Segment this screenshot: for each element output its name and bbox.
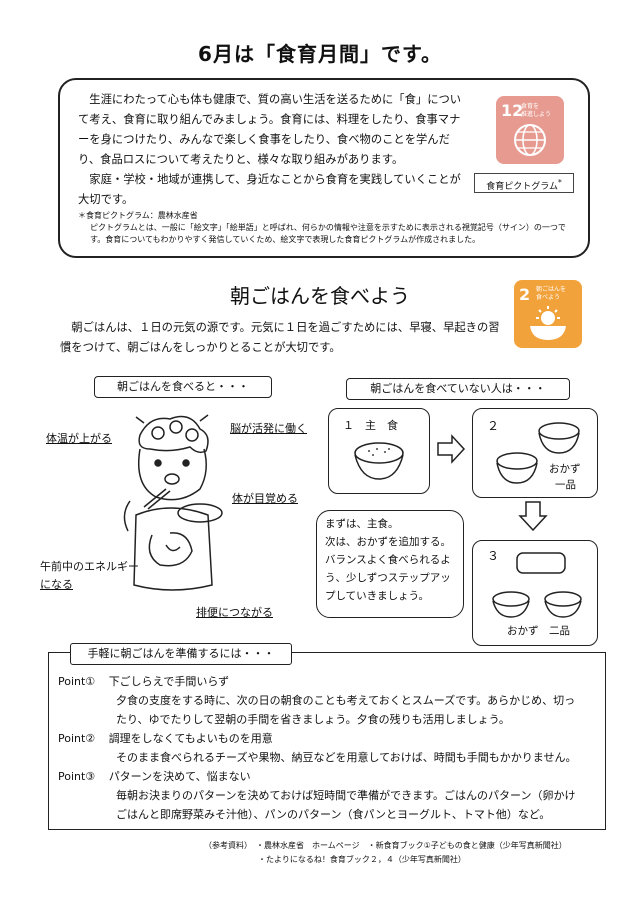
tips-title: 手軽に朝ごはんを準備するには・・・ <box>70 643 292 665</box>
sdg-caption-mark: * <box>557 178 562 187</box>
section-body-text: 朝ごはんは、１日の元気の源です。元気に１日を過ごすためには、早寝、早起きの習慣を… <box>60 321 500 354</box>
speech-bubble: まずは、主食。 次は、おかずを追加する。 バランスよく食べられるよ う、少しずつ… <box>316 510 464 618</box>
label-body-temp: 体温が上がる <box>46 432 112 445</box>
sdg-caption: 食育ピクトグラム <box>486 182 558 192</box>
sdg2-label: 朝ごはんを 食べよう <box>536 286 567 301</box>
speech-line-2: 次は、おかずを追加する。 <box>325 536 451 548</box>
tag-eating-breakfast: 朝ごはんを食べると・・・ <box>94 376 272 398</box>
speech-line-3: バランスよく食べられるよ <box>325 554 451 566</box>
tip-3-line2: ごはんと即席野菜みそ汁他）、パンのパターン（食パンとヨーグルト、トマト他）など。 <box>116 808 551 821</box>
pictogram-note: ＊食育ピクトグラム：農林水産省 ピクトグラムとは、一般に「絵文字」「絵単語」と呼… <box>78 210 578 246</box>
tips-list: Point① 下ごしらえで手間いらず 夕食の支度をする時に、次の日の朝食のことも… <box>58 672 598 824</box>
tag-not-eating: 朝ごはんを食べていない人は・・・ <box>346 378 570 400</box>
sdg12-label: 食育を 推進しよう <box>521 103 552 118</box>
step2-number: ２ <box>487 419 500 433</box>
arrow-down-icon <box>518 501 548 532</box>
tip-3-head: パターンを決めて、悩まない <box>108 770 251 783</box>
label-energy-2: になる <box>40 578 73 591</box>
sdg2-breakfast-icon: 2 朝ごはんを 食べよう <box>514 280 582 348</box>
rice-bowl-icon <box>354 442 404 480</box>
arrow-right-icon <box>437 434 466 464</box>
section-body: 朝ごはんは、１日の元気の源です。元気に１日を過ごすためには、早寝、早起きの習慣を… <box>60 318 500 358</box>
tip-1-point: Point① <box>58 675 96 688</box>
speech-line-4: う、少しずつステップアッ <box>325 572 451 584</box>
intro-paragraph-1: 生涯にわたって心も体も健康で、質の高い生活を送るために「食」について考え、食育に… <box>78 93 462 166</box>
step2-panel: ２ おかず 一品 <box>472 408 598 498</box>
tip-1: Point① 下ごしらえで手間いらず 夕食の支度をする時に、次の日の朝食のことも… <box>58 672 598 729</box>
sdg2-number: 2 <box>519 285 531 304</box>
intro-box <box>58 78 590 258</box>
step3-panel: ３ おかず 二品 <box>472 540 598 646</box>
label-brain: 脳が活発に働く <box>230 422 307 435</box>
intro-text: 生涯にわたって心も体も健康で、質の高い生活を送るために「食」について考え、食育に… <box>78 90 468 210</box>
rice-and-soup-icon <box>496 422 580 484</box>
globe-icon <box>514 124 546 156</box>
note-line-1: ＊食育ピクトグラム：農林水産省 <box>78 211 198 220</box>
tip-1-line1: 夕食の支度をする時に、次の日の朝食のことも考えておくとスムーズです。あらかじめ、… <box>116 694 576 707</box>
label-bowel: 排便につながる <box>196 606 273 619</box>
tip-1-head: 下ごしらえで手間いらず <box>108 675 230 688</box>
step3-number: ３ <box>487 549 500 563</box>
sdg12-number: 12 <box>501 101 524 120</box>
full-meal-icon <box>492 552 582 618</box>
sun-bowl-icon <box>530 306 566 340</box>
label-wake: 体が目覚める <box>232 492 298 505</box>
sdg12-food-education-icon: 12 食育を 推進しよう <box>496 96 564 164</box>
tip-2-head: 調理をしなくてもよいものを用意 <box>108 732 273 745</box>
tip-3: Point③ パターンを決めて、悩まない 毎朝お決まりのパターンを決めておけば短… <box>58 767 598 824</box>
step3-sides: おかず 二品 <box>507 625 570 637</box>
tip-2-point: Point② <box>58 732 96 745</box>
reference-2: ・たよりになるね！食育ブック２，４（少年写真新聞社） <box>258 855 466 864</box>
speech-line-1: まずは、主食。 <box>325 518 399 530</box>
intro-paragraph-2: 家庭・学校・地域が連携して、身近なことから食育を実践していくことが大切です。 <box>78 173 461 206</box>
tip-3-point: Point③ <box>58 770 96 783</box>
tip-1-line2: たり、ゆでたりして翌朝の手間を省きましょう。夕食の残りも活用しましょう。 <box>116 713 510 726</box>
sdg-caption-box: 食育ピクトグラム* <box>474 173 574 193</box>
tip-3-line1: 毎朝お決まりのパターンを決めておけば短時間で準備ができます。ごはんのパターン（卵… <box>116 789 576 802</box>
page-title: 6月は「食育月間」です。 <box>198 42 442 66</box>
child-eating-illustration <box>123 414 223 591</box>
tip-2: Point② 調理をしなくてもよいものを用意 そのまま食べられるチーズや果物、納… <box>58 729 598 767</box>
note-line-2: ピクトグラムとは、一般に「絵文字」「絵単語」と呼ばれ、何らかの情報や注意を示すた… <box>90 223 566 244</box>
reference-1: （参考資料） ・農林水産省 ホームページ ・新食育ブック①子どもの食と健康（少年… <box>204 841 567 850</box>
step1-panel: １ 主 食 <box>328 408 430 494</box>
speech-line-5: プしていきましょう。 <box>325 590 430 602</box>
step2-side: おかず <box>549 463 581 475</box>
step2-count: 一品 <box>555 479 576 491</box>
tips-box <box>48 652 606 830</box>
step1-label: １ 主 食 <box>343 419 398 432</box>
tip-2-line1: そのまま食べられるチーズや果物、納豆などを用意しておけば、時間も手間もかかりませ… <box>116 751 577 764</box>
section-heading: 朝ごはんを食べよう <box>230 284 410 308</box>
label-energy-1: 午前中のエネルギー <box>40 560 139 573</box>
